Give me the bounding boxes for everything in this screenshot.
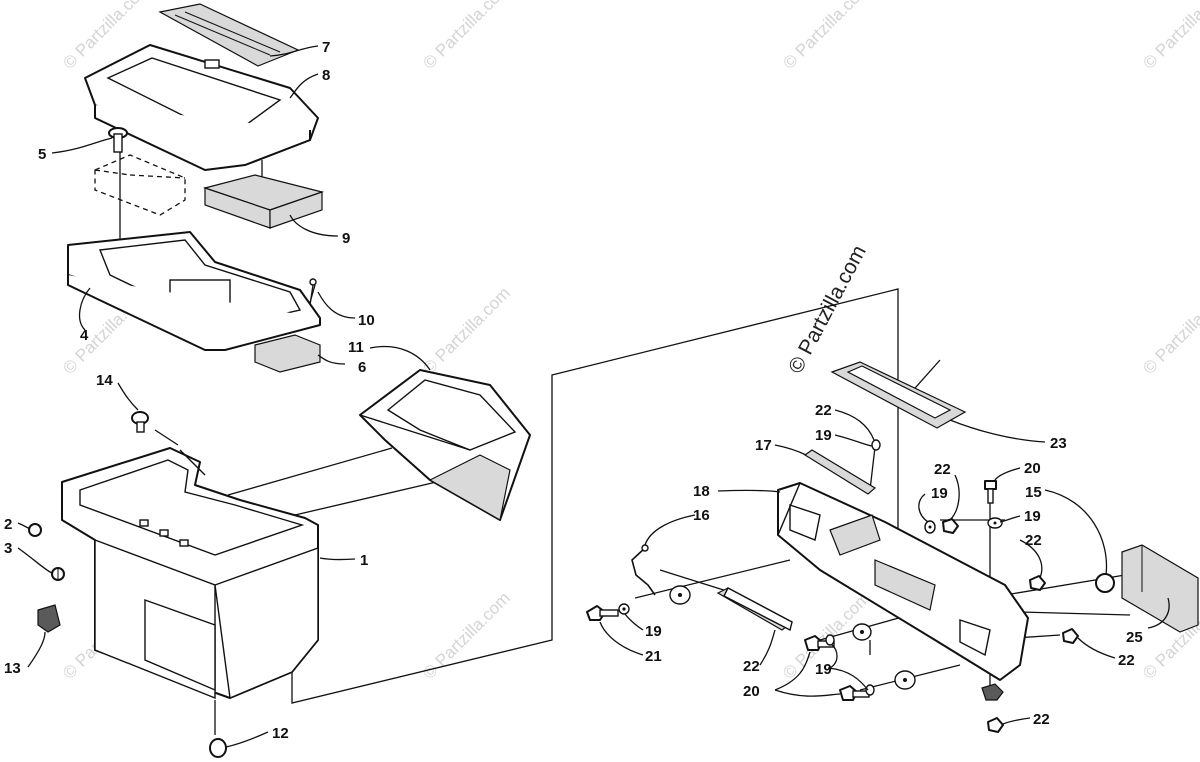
callout-8: 8 [322, 67, 330, 84]
washer-icon [825, 634, 835, 646]
callout-15: 15 [1025, 484, 1042, 501]
callout-13: 13 [4, 660, 21, 677]
bolt-icon [804, 635, 835, 651]
callout-24: 23 [1050, 435, 1067, 452]
callout-18: 18 [693, 483, 710, 500]
part-rod-17 [803, 449, 877, 495]
washer-icon [894, 670, 916, 690]
callout-22-top: 22 [815, 402, 832, 419]
callout-22-right: 22 [1025, 532, 1042, 549]
callout-22-bottom: 22 [1033, 711, 1050, 728]
callout-17: 17 [755, 437, 772, 454]
callout-3: 3 [4, 540, 12, 557]
callout-12: 12 [272, 725, 289, 742]
nut-icon [942, 518, 959, 534]
callout-21: 21 [645, 648, 662, 665]
callout-19-left: 19 [645, 623, 662, 640]
callout-4: 4 [80, 327, 89, 344]
watermark: © Partzilla.com [1139, 283, 1200, 377]
part-cap-15 [1095, 573, 1115, 593]
part-screw-2 [28, 523, 42, 537]
callout-22-lower: 22 [1118, 652, 1135, 669]
washer-icon [987, 517, 1003, 529]
part-screw-5 [108, 127, 128, 153]
part-clip-19-top [871, 439, 881, 451]
part-foam-block-25 [1121, 544, 1199, 633]
part-handle-23 [716, 587, 794, 632]
callout-9: 9 [342, 230, 350, 247]
part-main-housing [61, 447, 319, 700]
nut-icon [1062, 628, 1079, 644]
watermark: © Partzilla.com [779, 0, 873, 73]
watermark-center: © Partzilla.com [784, 242, 871, 378]
nut-icon [987, 717, 1004, 733]
part-screw-3 [51, 567, 65, 581]
watermark: © Partzilla.com [419, 283, 513, 377]
callout-14: 14 [96, 372, 113, 389]
part-filter-block [202, 174, 325, 229]
callout-23: 22 [743, 658, 760, 675]
part-top-cover [84, 44, 319, 171]
washer-icon [618, 603, 630, 615]
callout-19-top: 19 [815, 427, 832, 444]
callout-11: 11 [348, 339, 364, 356]
part-grommet-12 [209, 738, 227, 758]
leader-lines [17, 45, 1170, 748]
part-tray [67, 231, 321, 351]
part-clip-13 [37, 604, 61, 633]
callout-19-right: 19 [1024, 508, 1041, 525]
callout-labels: 7 8 5 9 10 6 11 4 14 1 2 3 13 12 23 22 1… [4, 39, 1143, 742]
callout-20-right: 20 [1024, 460, 1041, 477]
part-foot-bracket [981, 683, 1004, 701]
callout-20-lower: 20 [743, 683, 760, 700]
bolt-icon [586, 605, 619, 621]
part-foam-block [254, 334, 321, 373]
washer-icon [865, 684, 875, 696]
nut-icon [1029, 575, 1046, 591]
callout-25: 25 [1126, 629, 1143, 646]
part-pin-10 [309, 278, 317, 306]
callout-16: 16 [693, 507, 710, 524]
callout-19-lower: 19 [815, 661, 832, 678]
part-bolt-14 [131, 411, 149, 433]
part-control-box-outline [94, 154, 186, 216]
callout-22-mid: 22 [934, 461, 951, 478]
callout-2: 2 [4, 516, 12, 533]
washer-icon [669, 585, 691, 605]
callout-7: 7 [322, 39, 330, 56]
part-gasket-frame [830, 361, 967, 429]
callout-10: 10 [358, 312, 375, 329]
callout-19-mid: 19 [931, 485, 948, 502]
hardware-group [586, 480, 1079, 733]
callout-6: 6 [358, 359, 366, 376]
watermark: © Partzilla.com [419, 0, 513, 73]
part-intake-duct [359, 369, 531, 521]
washer-icon [852, 623, 872, 641]
callout-1: 1 [360, 552, 368, 569]
callout-5: 5 [38, 146, 46, 163]
part-lower-duct [777, 482, 1029, 681]
bolt-icon [984, 480, 997, 504]
washer-icon [924, 520, 936, 534]
bolt-icon [839, 685, 870, 701]
watermark: © Partzilla.com [1139, 0, 1200, 73]
part-spring-16 [631, 544, 656, 596]
